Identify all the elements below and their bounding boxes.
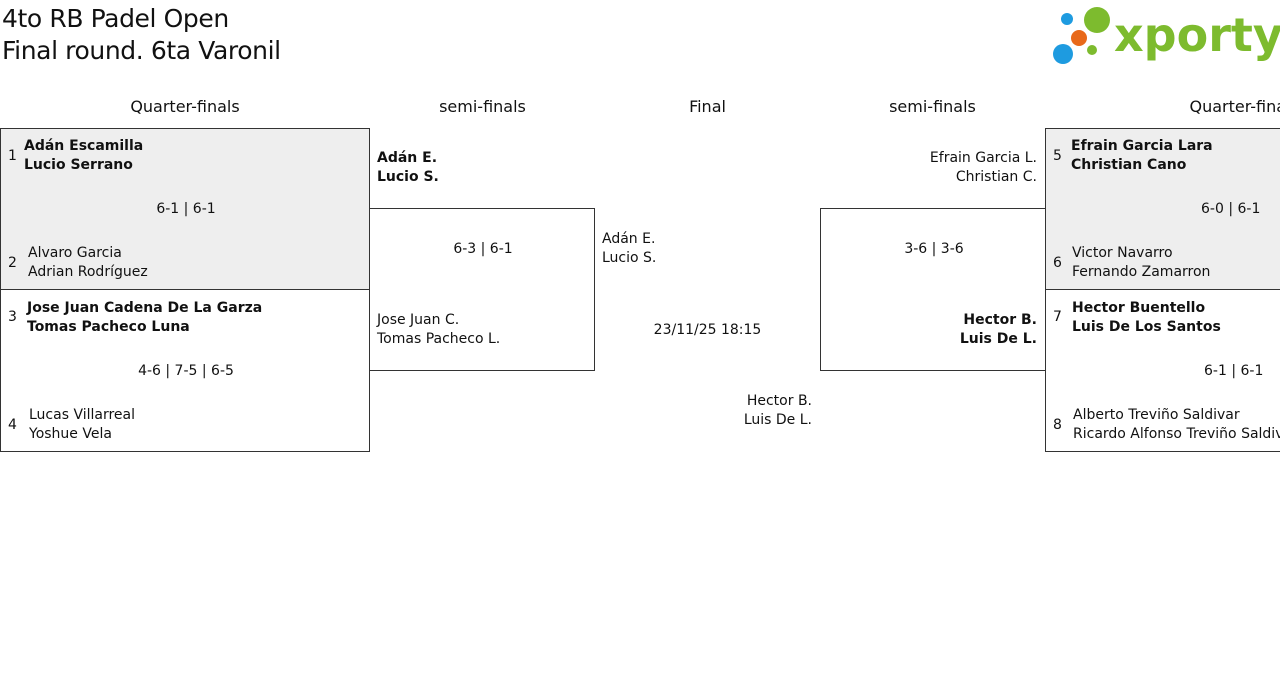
team-bottom-player-2: Yoshue Vela [29, 426, 112, 442]
right-sf-top-player-2: Christian C. [955, 169, 1037, 185]
round-subtitle: Final round. 6ta Varonil [2, 36, 281, 65]
team-bottom-player-2: Ricardo Alfonso Treviño Saldivar [1073, 426, 1280, 442]
final-datetime: 23/11/25 18:15 [653, 322, 762, 338]
seed-number: 1 [8, 148, 17, 164]
team-bottom-player-1: Alvaro Garcia [28, 245, 122, 261]
left-qf-match-1[interactable]: 1 Adán Escamilla Lucio Serrano 6-1 | 6-1… [0, 128, 370, 290]
team-top-player-1: Hector Buentello [1072, 300, 1206, 316]
left-sf-match[interactable]: 6-3 | 6-1 [369, 208, 595, 371]
team-top-player-1: Adán Escamilla [24, 138, 144, 154]
right-qf-match-2[interactable]: 7 Hector Buentello Luis De Los Santos 6-… [1045, 289, 1280, 452]
team-bottom-player-2: Adrian Rodríguez [28, 264, 148, 280]
seed-number: 5 [1053, 148, 1062, 164]
match-score: 6-3 | 6-1 [453, 241, 513, 257]
final-top-player-1: Adán E. [602, 231, 656, 247]
team-top-player-2: Luis De Los Santos [1072, 319, 1221, 335]
team-top-player-1: Efrain Garcia Lara [1071, 138, 1213, 154]
match-score: 6-1 | 6-1 [1204, 363, 1264, 379]
match-score: 6-1 | 6-1 [156, 201, 216, 217]
left-sf-bottom-player-2: Tomas Pacheco L. [377, 331, 501, 347]
tournament-title: 4to RB Padel Open [2, 4, 229, 33]
round-header-left-quarterfinals: Quarter-finals [130, 97, 240, 116]
final-bottom-player-2: Luis De L. [743, 412, 812, 428]
team-top-player-1: Jose Juan Cadena De La Garza [27, 300, 263, 316]
left-sf-top-player-1: Adán E. [377, 150, 438, 166]
team-bottom-player-1: Alberto Treviño Saldivar [1073, 407, 1240, 423]
team-top-player-2: Tomas Pacheco Luna [27, 319, 190, 335]
seed-number: 3 [8, 309, 17, 325]
xporty-logo[interactable]: xporty [1050, 4, 1280, 68]
team-bottom-player-2: Fernando Zamarron [1072, 264, 1211, 280]
team-bottom-player-1: Lucas Villarreal [29, 407, 136, 423]
logo-dots-icon [1053, 7, 1110, 64]
logo-wordmark: xporty [1114, 8, 1280, 62]
right-sf-bottom-player-2: Luis De L. [959, 331, 1037, 347]
final-bottom-player-1: Hector B. [746, 393, 812, 409]
round-header-left-semifinals: semi-finals [439, 97, 526, 116]
match-score: 4-6 | 7-5 | 6-5 [138, 363, 234, 379]
round-header-right-semifinals: semi-finals [889, 97, 976, 116]
seed-number: 7 [1053, 309, 1062, 325]
seed-number: 2 [8, 255, 17, 271]
team-top-player-2: Lucio Serrano [24, 157, 133, 173]
right-qf-match-1[interactable]: 5 Efrain Garcia Lara Christian Cano 6-0 … [1045, 128, 1280, 290]
right-sf-top-player-1: Efrain Garcia L. [929, 150, 1037, 166]
left-sf-top-player-2: Lucio S. [377, 169, 439, 185]
round-header-final: Final [689, 97, 726, 116]
right-sf-match[interactable]: 3-6 | 3-6 [820, 208, 1046, 371]
left-sf-bottom-player-1: Jose Juan C. [377, 312, 460, 328]
seed-number: 8 [1053, 417, 1062, 433]
left-qf-match-2[interactable]: 3 Jose Juan Cadena De La Garza Tomas Pac… [0, 289, 370, 452]
right-sf-bottom-player-1: Hector B. [963, 312, 1037, 328]
team-top-player-2: Christian Cano [1071, 157, 1187, 173]
round-header-right-quarterfinals: Quarter-final [1189, 97, 1280, 116]
match-score: 6-0 | 6-1 [1201, 201, 1261, 217]
match-score: 3-6 | 3-6 [904, 241, 964, 257]
team-bottom-player-1: Victor Navarro [1072, 245, 1173, 261]
final-top-player-2: Lucio S. [602, 250, 657, 266]
seed-number: 6 [1053, 255, 1062, 271]
seed-number: 4 [8, 417, 17, 433]
